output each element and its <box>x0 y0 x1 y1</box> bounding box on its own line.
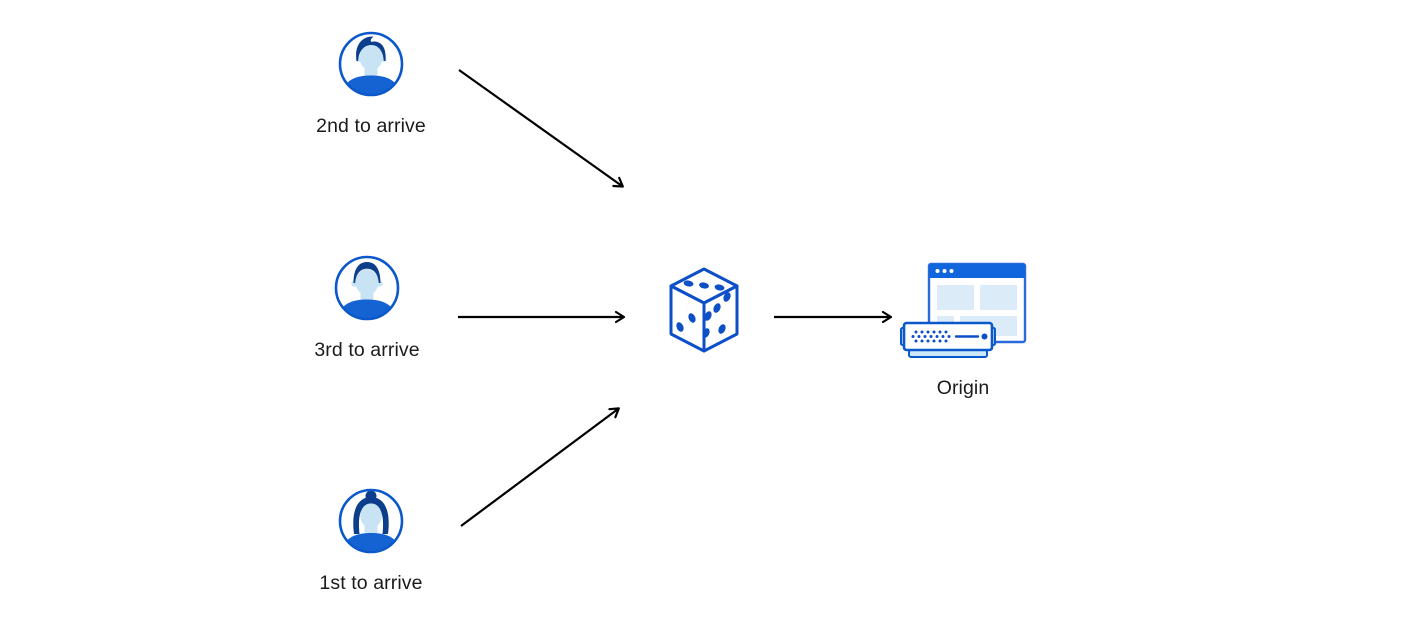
woman-bun-avatar-icon <box>338 488 404 554</box>
man-short-hair-avatar-icon <box>334 255 400 321</box>
node-second-to-arrive: 2nd to arrive <box>276 31 466 138</box>
arrow-second-to-dice <box>458 69 624 188</box>
arrow-first-to-dice <box>460 407 620 527</box>
node-third-to-arrive: 3rd to arrive <box>272 255 462 362</box>
server-icon <box>900 321 996 358</box>
sender-label: 3rd to arrive <box>314 339 420 361</box>
node-origin: Origin <box>899 262 1027 400</box>
origin-label: Origin <box>936 377 990 399</box>
dice-pips-right <box>702 292 731 338</box>
node-randomizer <box>668 267 740 353</box>
server-vent-dots <box>911 330 951 343</box>
server-led-dot <box>981 333 988 340</box>
dice-icon <box>668 267 740 353</box>
sender-label: 1st to arrive <box>319 572 423 594</box>
dice-pips-left <box>676 313 696 332</box>
node-first-to-arrive: 1st to arrive <box>276 488 466 595</box>
man-quiff-avatar-icon <box>338 31 404 97</box>
browser-and-server-icon <box>899 262 1027 362</box>
dice-pips-top <box>683 280 725 291</box>
sender-label: 2nd to arrive <box>316 115 426 137</box>
